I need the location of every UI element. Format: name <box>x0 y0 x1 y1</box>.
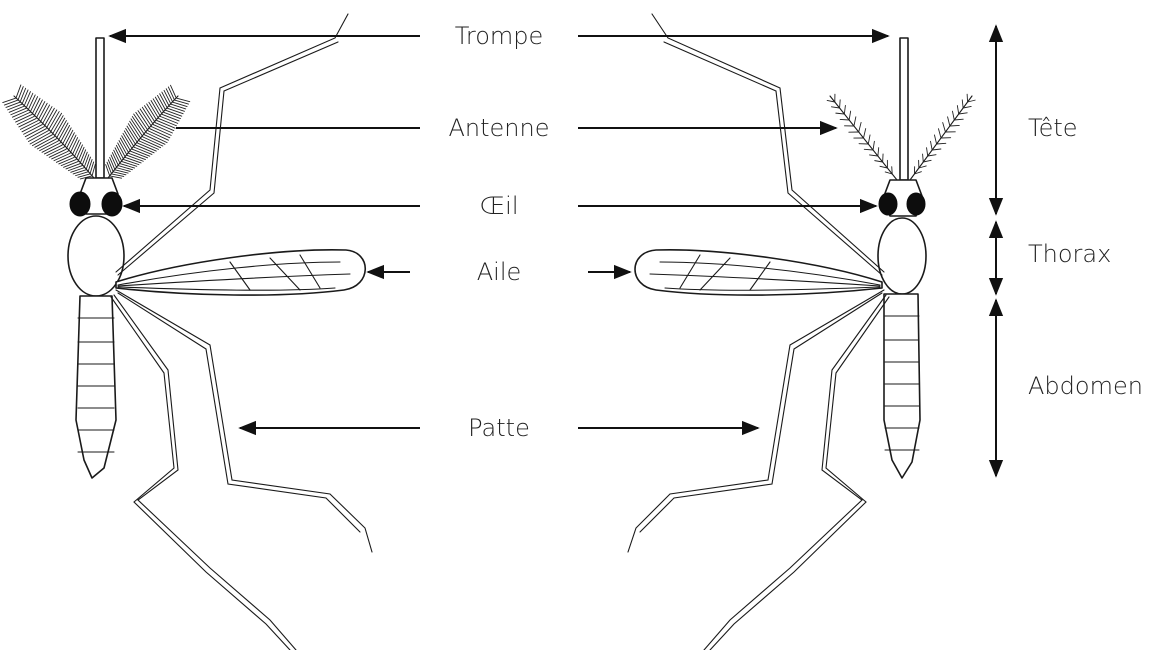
label-thorax: Thorax <box>1028 240 1111 268</box>
label-oeil: Œil <box>479 192 518 220</box>
male-antenna-right <box>106 85 190 178</box>
male-hindleg <box>111 295 296 650</box>
male-eye-left <box>70 192 90 216</box>
female-foreleg <box>652 14 884 275</box>
female-antenna-left <box>827 94 897 180</box>
label-antenne: Antenne <box>449 114 550 142</box>
female-thorax <box>878 218 926 294</box>
male-mosquito-illustration <box>3 14 372 650</box>
label-patte: Patte <box>468 414 530 442</box>
female-proboscis <box>900 38 908 180</box>
label-abdomen: Abdomen <box>1028 372 1143 400</box>
label-aile: Aile <box>477 258 522 286</box>
female-antenna-right <box>910 94 975 180</box>
female-eye-right <box>907 193 925 215</box>
male-foreleg <box>116 14 348 275</box>
male-midleg <box>116 290 372 552</box>
female-eye-left <box>879 193 897 215</box>
pointer-lines <box>110 36 888 428</box>
male-antenna-left <box>3 85 96 179</box>
male-proboscis <box>96 38 104 178</box>
label-tete: Tête <box>1028 114 1078 142</box>
male-abdomen <box>76 296 116 478</box>
female-mosquito-illustration <box>628 14 975 650</box>
female-hindleg <box>704 295 889 650</box>
male-eye-right <box>102 192 122 216</box>
label-trompe: Trompe <box>455 22 544 50</box>
female-midleg <box>628 290 884 552</box>
